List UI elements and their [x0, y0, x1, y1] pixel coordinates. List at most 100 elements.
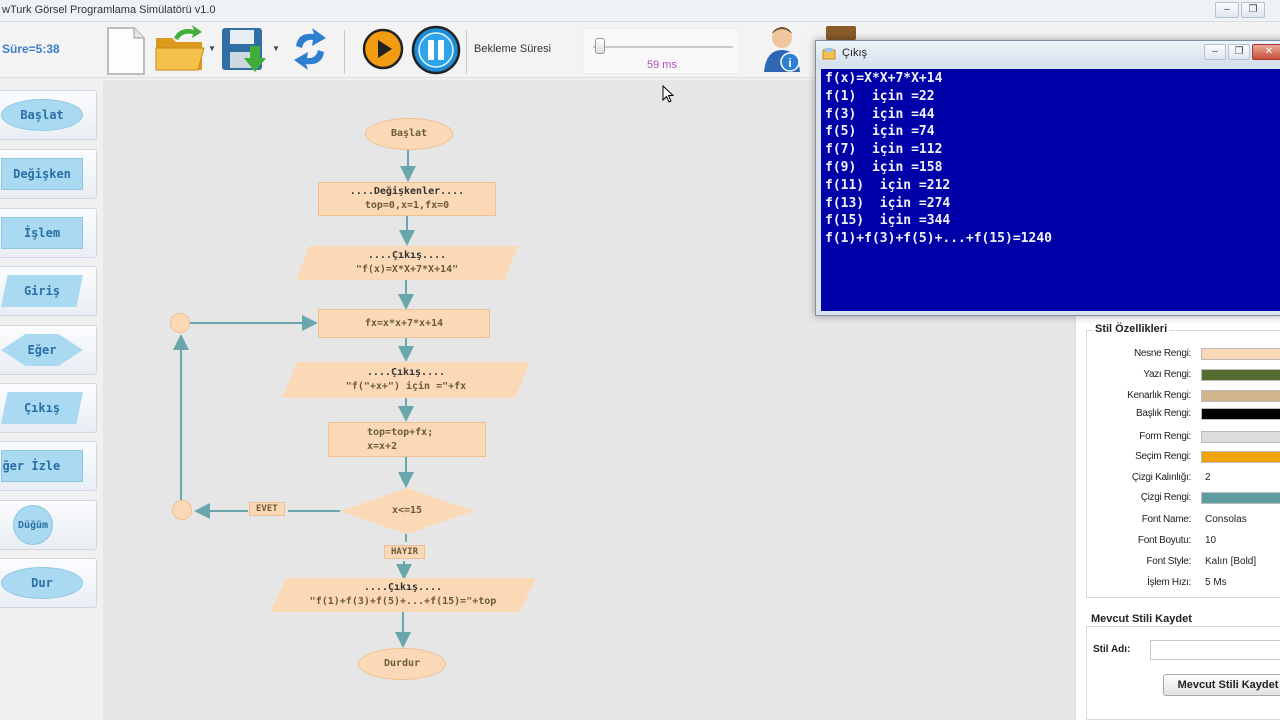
end-node-label: Durdur: [383, 658, 421, 669]
title-bar: wTurk Görsel Programlama Simülatörü v1.0…: [0, 0, 1280, 22]
palette-item-node[interactable]: Düğüm: [0, 500, 97, 550]
line-width-value[interactable]: 2: [1205, 472, 1211, 483]
delay-slider[interactable]: 59 ms: [582, 28, 740, 74]
style-name-label: Stil Adı:: [1093, 644, 1131, 655]
prop-label: Çizgi Rengi:: [1140, 492, 1192, 503]
svg-text:i: i: [788, 56, 791, 70]
font-size-value[interactable]: 10: [1205, 535, 1217, 546]
save-style-title: Mevcut Stili Kaydet: [1089, 613, 1194, 625]
toolbar-separator: [466, 30, 467, 74]
variables-header: ....Değişkenler....: [349, 186, 465, 197]
prop-label: Form Rengi:: [1139, 431, 1191, 442]
prop-label: Font Boyutu:: [1137, 535, 1191, 546]
open-dropdown-icon[interactable]: ▼: [208, 44, 216, 53]
palette-item-output[interactable]: Çıkış: [0, 383, 97, 433]
delay-value: 59 ms: [647, 59, 677, 71]
maximize-icon[interactable]: ❐: [1228, 44, 1250, 60]
font-name-value[interactable]: Consolas: [1205, 514, 1247, 525]
object-color-swatch[interactable]: [1201, 348, 1280, 360]
save-style-button[interactable]: Mevcut Stili Kaydet: [1163, 674, 1280, 696]
parallelogram-shape-icon: Giriş: [1, 275, 83, 307]
start-node[interactable]: Başlat: [365, 118, 453, 150]
output-body: "f("+x+") için ="+fx: [345, 381, 467, 392]
open-folder-icon[interactable]: [154, 24, 210, 74]
user-info-icon[interactable]: i: [760, 24, 806, 74]
output-node-2[interactable]: ....Çıkış.... "f("+x+") için ="+fx: [282, 362, 530, 398]
console-line: f(7) için =112: [825, 142, 943, 158]
book-icon[interactable]: [826, 26, 856, 40]
title-color-swatch[interactable]: [1201, 408, 1280, 420]
mouse-cursor-icon: [662, 85, 675, 103]
palette-item-variable[interactable]: Değişken: [0, 149, 97, 199]
line-color-swatch[interactable]: [1201, 492, 1280, 504]
variables-node[interactable]: ....Değişkenler.... top=0,x=1,fx=0: [318, 182, 496, 216]
selection-color-swatch[interactable]: [1201, 451, 1280, 463]
border-color-swatch[interactable]: [1201, 390, 1280, 402]
output-header: ....Çıkış....: [363, 582, 443, 593]
rectangle-shape-icon: Değişken: [1, 158, 83, 190]
prop-label: Font Name:: [1141, 514, 1192, 525]
loop-node-top[interactable]: [170, 313, 190, 333]
ellipse-shape-icon: Başlat: [1, 99, 83, 131]
process-node-2[interactable]: top=top+fx; x=x+2: [328, 422, 486, 457]
process-line: x=x+2: [367, 440, 398, 452]
text-color-swatch[interactable]: [1201, 369, 1280, 381]
palette-item-start[interactable]: Başlat: [0, 90, 97, 140]
console-line: f(3) için =44: [825, 106, 935, 122]
no-label: HAYIR: [384, 545, 426, 559]
style-properties-title: Stil Özellikleri: [1093, 323, 1170, 335]
palette-item-watch[interactable]: Değer İzle: [0, 441, 97, 491]
output-node-1[interactable]: ....Çıkış.... "f(x)=X*X+7*X+14": [296, 246, 518, 280]
output-window-titlebar[interactable]: Çıkış – ❐ ✕: [816, 41, 1280, 67]
slider-thumb[interactable]: [594, 38, 605, 54]
window-app-icon: [822, 48, 836, 60]
output-window-title: Çıkış: [842, 47, 868, 59]
maximize-icon[interactable]: ❐: [1241, 2, 1265, 18]
console-line: f(1)+f(3)+f(5)+...+f(15)=1240: [825, 231, 1052, 247]
ellipse-shape-icon: Dur: [1, 567, 83, 599]
decision-condition: x<=15: [391, 505, 423, 516]
variables-body: top=0,x=1,fx=0: [364, 200, 450, 211]
save-icon[interactable]: [220, 26, 270, 74]
play-icon[interactable]: [362, 28, 404, 70]
form-color-swatch[interactable]: [1201, 431, 1280, 443]
console-line: f(5) için =74: [825, 124, 935, 140]
console-line: f(15) için =344: [825, 213, 951, 229]
process-node-1[interactable]: fx=x*x+7*x+14: [318, 309, 490, 338]
output-body: "f(x)=X*X+7*X+14": [355, 264, 459, 275]
console-line: f(x)=X*X+7*X+14: [825, 71, 943, 86]
loop-node-bottom[interactable]: [172, 500, 192, 520]
parallelogram-shape-icon: Çıkış: [1, 392, 83, 424]
console-line: f(13) için =274: [825, 195, 951, 211]
palette-item-process[interactable]: İşlem: [0, 208, 97, 258]
console-line: f(1) için =22: [825, 88, 935, 104]
process-speed-value[interactable]: 5 Ms: [1205, 577, 1227, 588]
output-header: ....Çıkış....: [367, 250, 447, 261]
output-body: "f(1)+f(3)+f(5)+...+f(15)="+top: [309, 596, 497, 607]
circle-shape-icon: Düğüm: [13, 505, 53, 545]
palette-item-input[interactable]: Giriş: [0, 266, 97, 316]
delay-label: Bekleme Süresi: [474, 43, 552, 55]
process-body: fx=x*x+7*x+14: [364, 317, 444, 329]
close-icon[interactable]: ✕: [1252, 44, 1280, 60]
palette-item-if[interactable]: Eğer: [0, 325, 97, 375]
pause-icon[interactable]: [411, 25, 461, 75]
font-style-value[interactable]: Kalın [Bold]: [1205, 556, 1257, 567]
yes-label: EVET: [249, 502, 285, 516]
minimize-icon[interactable]: –: [1204, 44, 1226, 60]
toolbar-separator: [344, 30, 345, 74]
elapsed-time: Süre=5:38: [2, 42, 60, 56]
prop-label: Yazı Rengi:: [1143, 369, 1191, 380]
end-node[interactable]: Durdur: [358, 648, 446, 680]
style-name-input[interactable]: [1150, 640, 1280, 660]
palette-item-stop[interactable]: Dur: [0, 558, 97, 608]
save-dropdown-icon[interactable]: ▼: [272, 44, 280, 53]
new-file-icon[interactable]: [104, 26, 148, 76]
refresh-icon[interactable]: [288, 26, 332, 74]
prop-label: Kenarlık Rengi:: [1127, 390, 1191, 401]
style-properties-group: [1086, 330, 1280, 598]
output-node-3[interactable]: ....Çıkış.... "f(1)+f(3)+f(5)+...+f(15)=…: [270, 578, 536, 612]
prop-label: Seçim Rengi:: [1135, 451, 1191, 462]
minimize-icon[interactable]: –: [1215, 2, 1239, 18]
